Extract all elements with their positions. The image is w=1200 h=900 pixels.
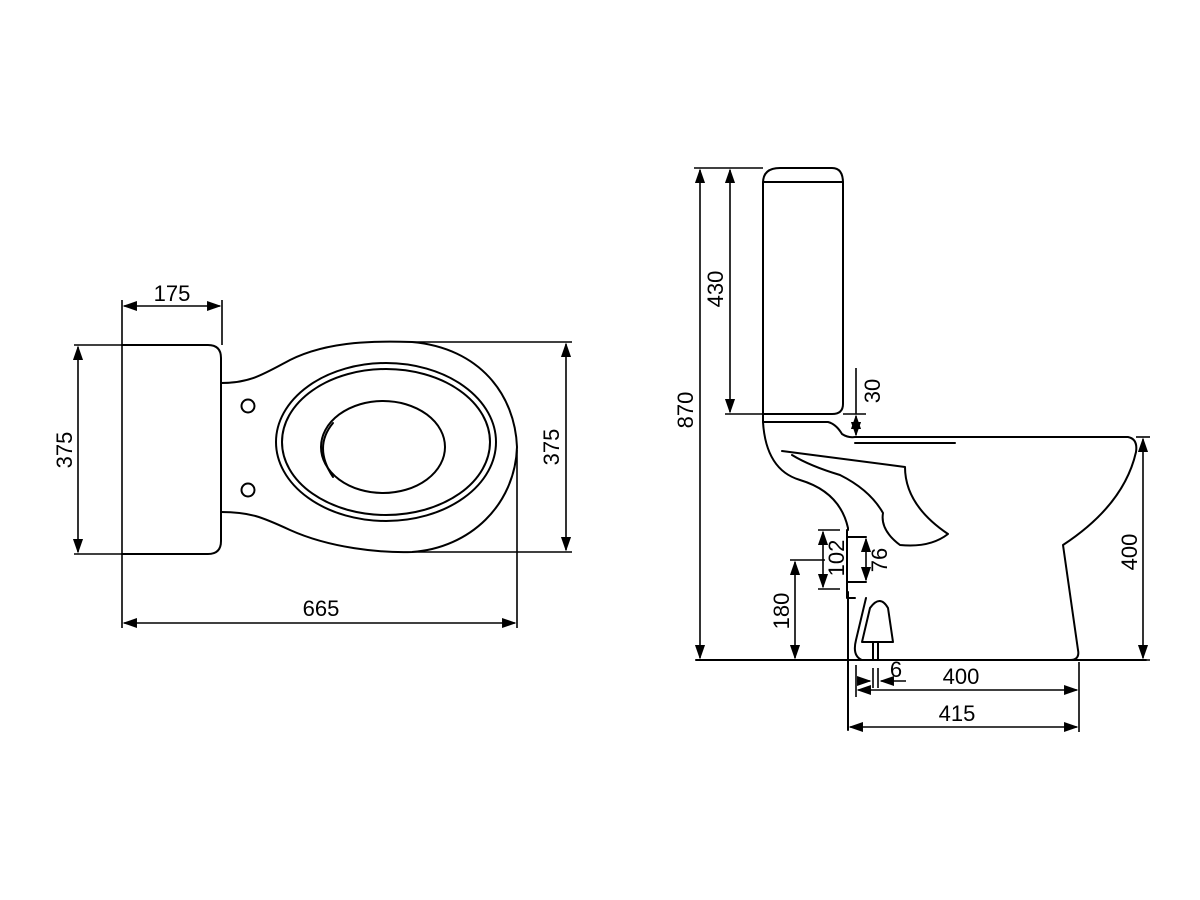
pan-outline	[220, 340, 518, 554]
dim-label-overall-length: 665	[303, 596, 340, 621]
cistern-outline	[121, 344, 222, 555]
hinge-hole-top	[240, 398, 256, 414]
dim-label-overall-projection: 415	[939, 701, 976, 726]
bowl-opening	[320, 400, 446, 494]
floor-connector	[861, 600, 894, 643]
bowl-water-mark	[322, 422, 334, 478]
hinge-hole-bottom	[240, 482, 256, 498]
dim-label-wall-offset: 6	[890, 657, 902, 682]
dim-label-cistern-gap: 30	[860, 379, 885, 403]
dim-label-cistern-height: 430	[703, 271, 728, 308]
side-view: 870 430 30 400 102 76 180 6 400 415	[673, 167, 1150, 733]
dim-label-rim-height: 400	[1117, 534, 1142, 571]
pan-side-outline	[762, 413, 1138, 661]
dim-label-bowl-width: 375	[539, 429, 564, 466]
dim-label-102: 102	[824, 540, 849, 577]
seat-inner-ring	[281, 368, 491, 516]
dim-label-cistern-width: 375	[52, 432, 77, 469]
dim-label-outlet-height: 180	[769, 593, 794, 630]
cistern-side-outline	[762, 167, 844, 415]
dim-label-pan-projection: 400	[943, 664, 980, 689]
plan-view: 175 375 375 665	[52, 281, 572, 629]
seat-outer-ring	[275, 362, 497, 522]
dim-label-76: 76	[867, 548, 892, 572]
dim-label-cistern-depth: 175	[154, 281, 191, 306]
dim-label-overall-height: 870	[673, 392, 698, 429]
